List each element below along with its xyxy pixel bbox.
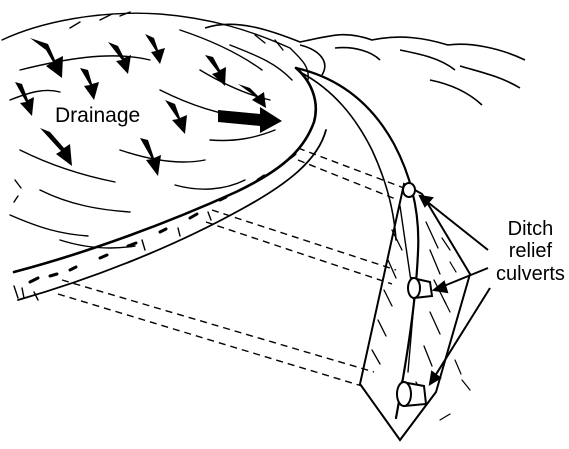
culverts-label-line-2: relief <box>496 240 565 262</box>
drainage-flow-arrow <box>40 128 72 166</box>
culvert-pipes <box>397 183 432 406</box>
culvert-pipe <box>403 183 415 197</box>
ditch-relief-culverts-label: Ditch relief culverts <box>496 218 565 285</box>
drainage-flow-arrow <box>165 100 187 134</box>
drainage-flow-arrow <box>218 107 282 133</box>
drainage-label: Drainage <box>52 104 143 128</box>
culverts-label-line-3: culverts <box>496 263 565 285</box>
drainage-flow-arrow <box>205 55 226 86</box>
drainage-flow-arrow <box>108 42 131 74</box>
drainage-flow-arrow <box>238 84 266 108</box>
projection-lines <box>58 148 404 386</box>
road-cut-edge <box>14 68 316 272</box>
drainage-flow-arrow <box>15 82 34 116</box>
culverts-label-line-1: Ditch <box>496 218 565 240</box>
drainage-flow-arrow <box>80 68 99 100</box>
drainage-flow-arrow <box>30 38 63 78</box>
culvert-pipe <box>408 278 432 298</box>
culvert-pipe <box>397 382 426 406</box>
